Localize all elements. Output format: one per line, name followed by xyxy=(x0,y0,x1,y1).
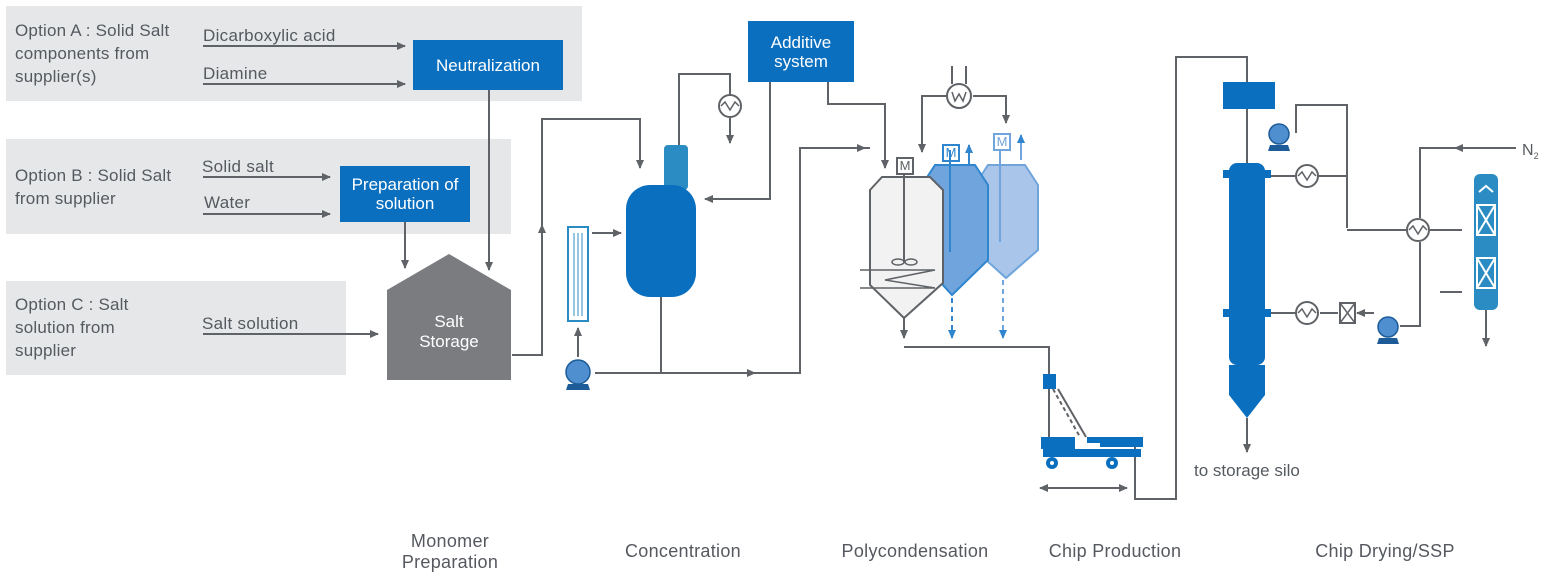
stage-polycondensation: Polycondensation xyxy=(841,541,989,561)
cooler-vessel xyxy=(1229,365,1265,418)
stage-monomer-preparation: Monomer Preparation xyxy=(401,531,499,572)
stage-chip-drying-ssp: Chip Drying/SSP xyxy=(1315,541,1455,561)
reactor-front xyxy=(860,157,944,320)
motor-label-front: M xyxy=(899,158,911,173)
evaporator-vessel xyxy=(626,185,696,297)
evaporator-feed-line xyxy=(541,118,644,230)
feed-pump-icon xyxy=(565,359,591,385)
nitrogen-subscript: 2 xyxy=(1533,151,1539,162)
water-label: Water xyxy=(204,193,251,212)
upper-exchanger-icon xyxy=(1295,164,1319,188)
chip-production-unit xyxy=(1041,374,1143,469)
option-c-panel xyxy=(6,281,346,375)
dryer-recycle-top xyxy=(1295,104,1348,228)
additive-system-box: Additive system xyxy=(748,21,854,82)
salt-solution-label: Salt solution xyxy=(202,314,299,333)
option-a-text: Option A : Solid Salt components from su… xyxy=(15,21,170,86)
filter-unit xyxy=(567,226,589,322)
blower-icon xyxy=(1377,316,1399,338)
storage-outflow-line xyxy=(512,224,546,356)
solid-salt-label: Solid salt xyxy=(202,157,274,176)
melt-line xyxy=(904,346,1050,376)
lower-exchanger-icon xyxy=(1295,301,1319,325)
stage-concentration: Concentration xyxy=(625,541,741,561)
evaporator-column xyxy=(664,145,688,190)
option-b-text: Option B : Solid Salt from supplier xyxy=(15,166,172,208)
n2-recirc-line xyxy=(1419,147,1457,218)
nitrogen-symbol: N xyxy=(1522,142,1534,159)
option-c-text: Option C : Salt solution from supplier xyxy=(15,295,129,360)
nitrogen-label: N2 xyxy=(1522,142,1539,161)
dicarboxylic-acid-label: Dicarboxylic acid xyxy=(203,26,336,45)
heater-right-line xyxy=(973,95,1010,124)
recycle-pump-icon xyxy=(1268,123,1290,145)
blower-return-line xyxy=(1400,242,1421,327)
condenser-icon xyxy=(718,94,742,118)
chip-transfer-line xyxy=(1134,56,1248,500)
motor-label-middle: M xyxy=(945,145,957,160)
to-storage-silo-label: to storage silo xyxy=(1194,461,1300,480)
gas-purification-column xyxy=(1474,174,1498,310)
additive-to-vessel-line xyxy=(704,82,771,203)
stage-chip-production: Chip Production xyxy=(1048,541,1182,561)
diamine-label: Diamine xyxy=(203,64,268,83)
preparation-of-solution-box: Preparation of solution xyxy=(340,166,470,222)
motor-label-back: M xyxy=(996,134,1008,149)
heater-left-line xyxy=(918,95,946,153)
heater-icon xyxy=(946,83,972,109)
vapor-line xyxy=(678,73,731,145)
neutralization-box: Neutralization xyxy=(413,40,563,90)
middle-exchanger-icon xyxy=(1406,218,1430,242)
salt-storage-label: Salt Storage xyxy=(419,312,479,351)
dryer-hopper xyxy=(1223,82,1275,109)
additive-to-reactor-line xyxy=(827,82,889,169)
salt-storage-silo xyxy=(387,254,511,380)
